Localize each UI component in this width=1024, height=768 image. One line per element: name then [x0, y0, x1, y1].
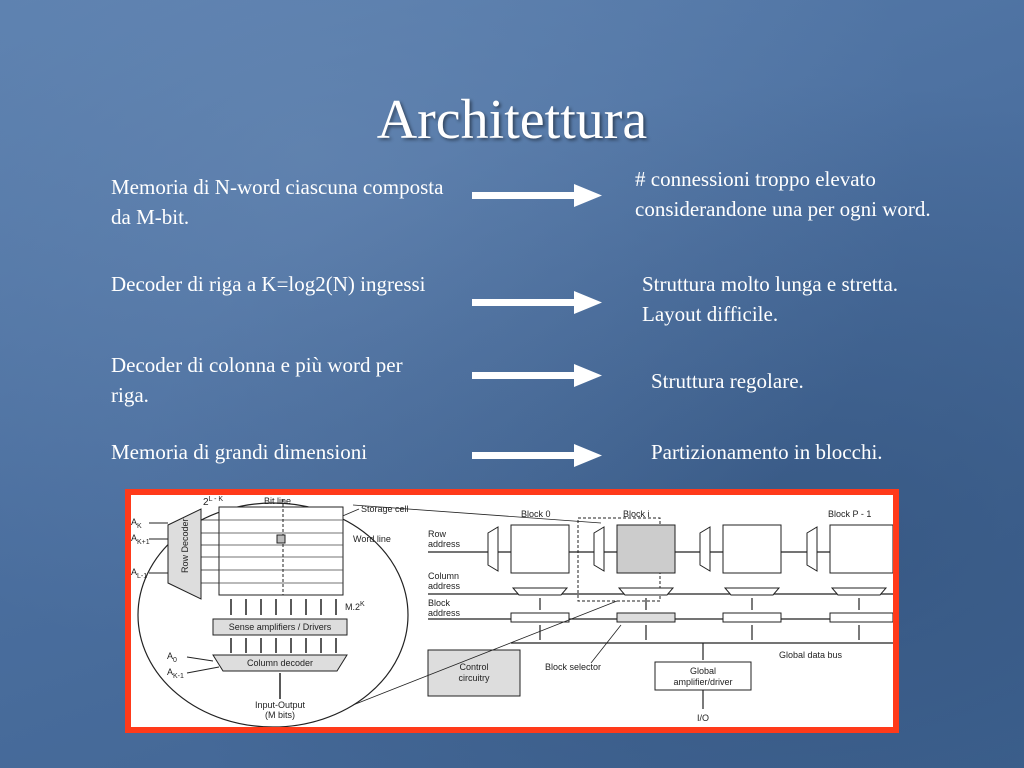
- global-bus-label: Global data bus: [779, 650, 843, 660]
- block0-label: Block 0: [521, 509, 551, 519]
- row4-right-text: Partizionamento in blocchi.: [651, 440, 883, 464]
- arrow-right-icon: [472, 444, 602, 467]
- figure-canvas: 2L - K Bit line Storage cell Word line R…: [131, 495, 893, 727]
- io-label: Input-Output: [255, 700, 306, 710]
- row-decoder-block: [167, 508, 202, 600]
- block-selector-label: Block selector: [545, 662, 601, 672]
- row-address-label-2: address: [428, 539, 461, 549]
- global-amp-label-2: amplifier/driver: [673, 677, 732, 687]
- global-amp-label-1: Global: [690, 666, 716, 676]
- arrow-right-icon: [472, 184, 602, 207]
- block-i: [577, 517, 676, 623]
- row1-left-text: Memoria di N-word ciascuna composta da M…: [111, 175, 444, 229]
- row4-left-text: Memoria di grandi dimensioni: [111, 440, 368, 464]
- block-2: [699, 524, 782, 623]
- sense-amp-label: Sense amplifiers / Drivers: [229, 622, 332, 632]
- column-address-label-2: address: [428, 581, 461, 591]
- addr-akm1: AK-1: [167, 667, 184, 680]
- sense-amplifiers-block: [212, 618, 348, 636]
- block-0: [487, 524, 570, 623]
- word-line-label: Word line: [353, 534, 391, 544]
- control-label-2: circuitry: [459, 673, 490, 683]
- row3-left-text: Decoder di colonna e più word per riga.: [111, 353, 403, 407]
- row3-right-text: Struttura regolare.: [651, 369, 804, 393]
- bit-line-label: Bit line: [264, 496, 291, 506]
- addr-ak1: AK+1: [131, 533, 150, 546]
- arrow-right-icon: [472, 364, 602, 387]
- control-label-1: Control: [459, 662, 488, 672]
- blocki-label: Block i: [623, 509, 650, 519]
- io-global-label: I/O: [697, 713, 709, 723]
- m2k-label: M.2K: [345, 601, 365, 612]
- memory-array: [218, 506, 344, 596]
- column-decoder-label: Column decoder: [247, 658, 313, 668]
- row2-right-text: Struttura molto lunga e stretta. Layout …: [642, 272, 899, 326]
- block-p: [806, 524, 893, 623]
- global-amplifier-block: [654, 661, 752, 691]
- row2-left-text: Decoder di riga a K=log2(N) ingressi: [111, 272, 426, 296]
- slide-title: Architettura: [376, 89, 648, 151]
- memory-diagram: 2L - K Bit line Storage cell Word line R…: [131, 496, 893, 727]
- addr-a0: A0: [167, 651, 177, 664]
- memory-architecture-figure: 2L - K Bit line Storage cell Word line R…: [125, 489, 899, 733]
- zoom-ellipse: [137, 502, 409, 727]
- arrow-right-icon: [472, 291, 602, 314]
- storage-cell-label: Storage cell: [361, 504, 409, 514]
- blockp-label: Block P - 1: [828, 509, 871, 519]
- addr-al1: AL-1: [131, 567, 147, 580]
- column-address-label-1: Column: [428, 571, 459, 581]
- m-bits-label: (M bits): [265, 710, 295, 720]
- row1-right-text: # connessioni troppo elevato considerand…: [635, 167, 931, 221]
- block-address-label-1: Block: [428, 598, 451, 608]
- block-address-label-2: address: [428, 608, 461, 618]
- column-decoder-block: [212, 654, 348, 672]
- row-address-label-1: Row: [428, 529, 447, 539]
- addr-ak: AK: [131, 517, 142, 530]
- label-2lk: 2L - K: [203, 496, 223, 508]
- row-decoder-label: Row Decoder: [180, 518, 190, 573]
